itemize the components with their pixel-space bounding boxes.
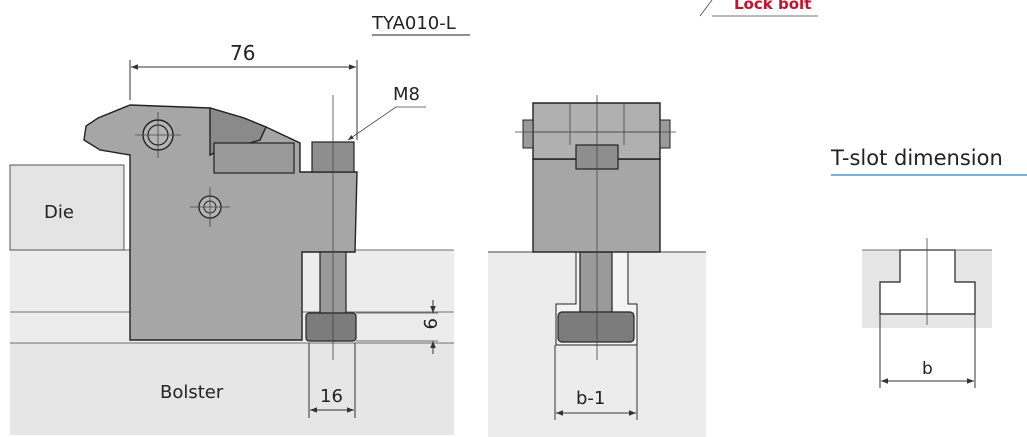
dim-bolt-width-16: 16 (320, 386, 343, 407)
die-label: Die (44, 202, 74, 223)
front-clamp-body (532, 158, 661, 253)
tslot-dim-b: b (922, 359, 933, 379)
bolster-lower-band (10, 343, 454, 435)
lock-bolt-label: Lock bolt (734, 0, 811, 13)
model-label: TYA010-L (371, 13, 456, 34)
front-view: b-1 (488, 95, 706, 437)
tslot-title: T-slot dimension (830, 146, 1003, 170)
front-tslot-nut (557, 311, 635, 343)
tslot-dimension: T-slot dimension b (830, 146, 1027, 388)
bolster-label: Bolster (160, 382, 224, 403)
front-bolt-shank (579, 251, 613, 315)
dim-height-9: 9 (419, 318, 440, 329)
die-block (9, 164, 125, 251)
pivot-pin-icon (135, 112, 181, 158)
dim-slot-b-1: b-1 (576, 388, 605, 409)
tslot-nut (305, 312, 357, 342)
model-label-group: TYA010-L (371, 13, 470, 36)
dim-width-76: 76 (230, 41, 255, 65)
bolt-size-m8: M8 (393, 84, 420, 105)
side-view: Die Bolster 76 (9, 41, 454, 435)
mounting-hole-icon (190, 187, 230, 227)
front-bolster (488, 252, 706, 437)
clamp-cap (213, 142, 295, 174)
lock-bolt-callout: Lock bolt (699, 0, 818, 17)
